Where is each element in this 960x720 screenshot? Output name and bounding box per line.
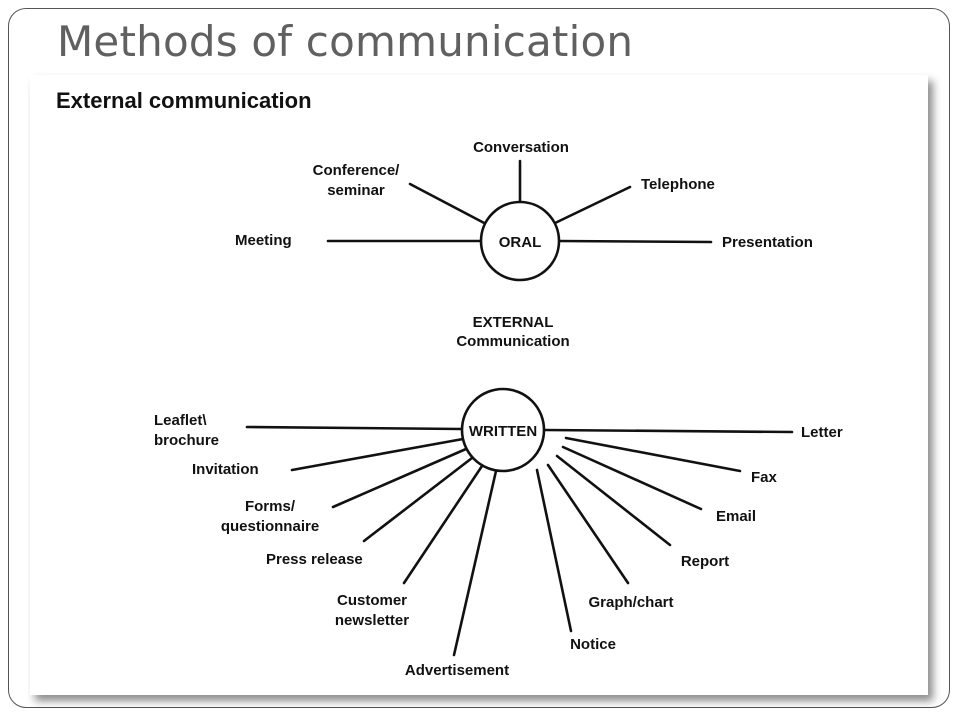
written-branch-advertisement: Advertisement [405, 662, 509, 679]
written-hub-label: WRITTEN [469, 423, 537, 440]
written-branch-email: Email [716, 508, 756, 525]
written-branch-press-release: Press release [266, 551, 363, 568]
written-branch-fax: Fax [751, 469, 778, 486]
oral-spoke-conference [408, 182, 490, 227]
written-branch-report: Report [681, 553, 729, 570]
oral-branch-conference-line-1: Conference/ [313, 162, 401, 179]
center-label-line-1: EXTERNAL [473, 314, 554, 331]
oral-spoke-telephone [551, 185, 632, 226]
written-spoke-advertisement [452, 469, 498, 657]
written-spoke-graph-chart [546, 463, 630, 585]
center-label-line-2: Communication [456, 333, 569, 350]
written-branch-graph-chart: Graph/chart [588, 594, 673, 611]
written-spoke-report [555, 454, 672, 547]
written-branch-notice: Notice [570, 636, 616, 653]
written-spoke-notice [535, 468, 573, 633]
written-spoke-press-release [362, 456, 474, 543]
written-branch-leaflet-line-1: Leaflet\ [154, 412, 207, 429]
oral-branch-presentation: Presentation [722, 234, 813, 251]
oral-hub-circle [479, 200, 561, 282]
written-branch-newsletter-line-1: Customer [337, 592, 407, 609]
oral-branch-meeting: Meeting [235, 232, 292, 249]
written-spoke-leaflet [245, 425, 464, 431]
written-branch-invitation: Invitation [192, 461, 259, 478]
oral-branch-telephone: Telephone [641, 176, 715, 193]
written-branch-forms-line-1: Forms/ [245, 498, 296, 515]
written-spoke-forms [331, 447, 468, 509]
written-branch-letter: Letter [801, 424, 843, 441]
written-spoke-newsletter [402, 464, 484, 585]
written-branch-leaflet-line-2: brochure [154, 432, 219, 449]
written-hub-circle [460, 387, 546, 473]
oral-branch-conference-line-2: seminar [327, 182, 385, 199]
written-spoke-letter [542, 428, 794, 434]
oral-hub-label: ORAL [499, 234, 542, 251]
written-branch-forms-line-2: questionnaire [221, 518, 319, 535]
oral-branch-conversation: Conversation [473, 139, 569, 156]
written-spoke-invitation [290, 437, 465, 472]
written-spoke-fax [564, 436, 742, 473]
slide-title: Methods of communication [57, 17, 634, 66]
written-branch-newsletter-line-2: newsletter [335, 612, 409, 629]
diagram-heading: External communication [56, 88, 312, 113]
written-spoke-email [561, 445, 703, 511]
oral-spoke-presentation [557, 239, 713, 244]
